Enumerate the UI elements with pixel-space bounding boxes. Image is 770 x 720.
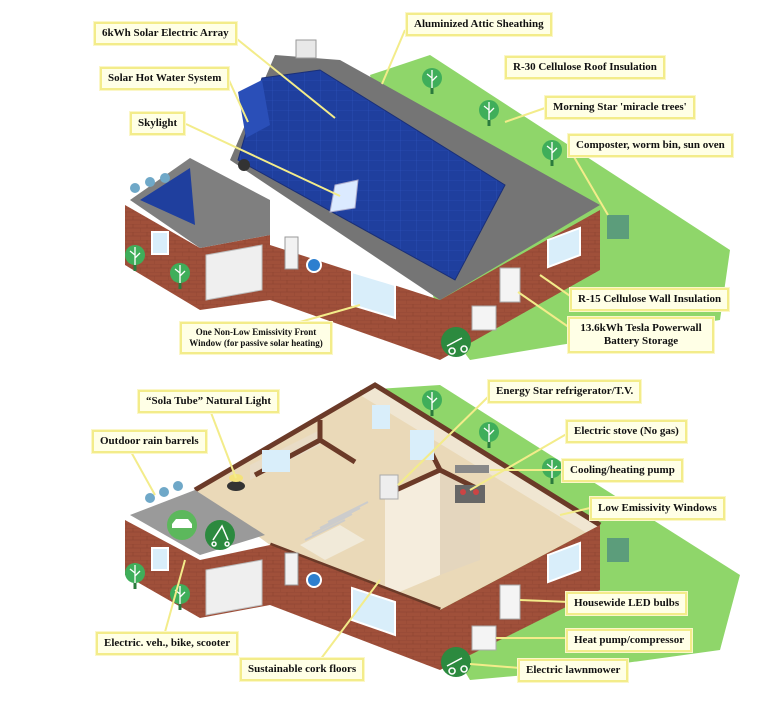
heat-pump bbox=[471, 305, 497, 331]
label-miracle-trees: Morning Star 'miracle trees' bbox=[545, 96, 695, 119]
label-electric-vehicles: Electric. veh., bike, scooter bbox=[96, 632, 239, 655]
heat-pump-bottom bbox=[471, 625, 497, 651]
skylight bbox=[329, 179, 359, 213]
label-cooling-pump: Cooling/heating pump bbox=[562, 459, 683, 482]
powerwall bbox=[499, 267, 521, 303]
label-front-window-line1: One Non-Low Emissivity Front bbox=[195, 327, 317, 337]
stairs bbox=[300, 501, 369, 560]
label-solar-hot-water: Solar Hot Water System bbox=[100, 67, 230, 90]
label-front-window: One Non-Low Emissivity Front Window (for… bbox=[180, 322, 332, 354]
solar-array bbox=[237, 69, 506, 281]
bottom-front-window bbox=[351, 586, 396, 637]
bottom-garage-door bbox=[205, 559, 263, 616]
electric-stove bbox=[455, 485, 485, 503]
top-front-window bbox=[351, 270, 396, 320]
label-lawnmower: Electric lawnmower bbox=[518, 659, 629, 682]
powerwall-bottom bbox=[499, 584, 521, 620]
chimney-icon bbox=[295, 39, 317, 59]
label-wall-insulation: R-15 Cellulose Wall Insulation bbox=[570, 288, 730, 311]
label-low-e-windows: Low Emissivity Windows bbox=[590, 497, 725, 520]
label-rain-barrels: Outdoor rain barrels bbox=[92, 430, 207, 453]
label-powerwall-line1: 13.6kWh Tesla Powerwall bbox=[580, 322, 702, 334]
composter bbox=[607, 215, 629, 239]
top-garage-door bbox=[205, 244, 263, 301]
bottom-inner-wall-b bbox=[385, 470, 440, 598]
top-clock bbox=[306, 257, 322, 273]
label-skylight: Skylight bbox=[130, 112, 186, 135]
top-window-side bbox=[151, 231, 169, 255]
label-solar-array: 6kWh Solar Electric Array bbox=[94, 22, 237, 45]
interior-window-a bbox=[372, 405, 390, 429]
refrigerator bbox=[379, 474, 399, 500]
cooling-pump bbox=[455, 465, 489, 473]
bottom-window-side bbox=[151, 547, 169, 571]
label-cork-floors: Sustainable cork floors bbox=[240, 658, 365, 681]
label-roof-insulation: R-30 Cellulose Roof Insulation bbox=[505, 56, 665, 79]
bottom-back-window bbox=[547, 541, 581, 584]
top-house bbox=[124, 39, 730, 360]
rain-barrel-icon bbox=[130, 173, 170, 193]
label-powerwall-line2: Battery Storage bbox=[603, 335, 679, 347]
top-back-window bbox=[547, 226, 581, 269]
label-heat-pump: Heat pump/compressor bbox=[566, 629, 693, 652]
label-energy-star: Energy Star refrigerator/T.V. bbox=[488, 380, 642, 403]
bottom-clock bbox=[306, 572, 322, 588]
sola-tube bbox=[227, 481, 245, 491]
label-led-bulbs: Housewide LED bulbs bbox=[566, 592, 688, 615]
leader-lines bbox=[129, 29, 609, 669]
label-front-window-line2: Window (for passive solar heating) bbox=[189, 338, 323, 348]
top-front-door bbox=[284, 236, 299, 270]
top-garage-roof-solar bbox=[140, 168, 195, 225]
scooter-icon bbox=[205, 520, 235, 550]
label-attic-sheathing: Aluminized Attic Sheathing bbox=[406, 13, 552, 36]
water-tank-top bbox=[238, 159, 250, 171]
tree-icon bbox=[124, 562, 146, 590]
interior-window-c bbox=[262, 450, 290, 472]
label-electric-stove: Electric stove (No gas) bbox=[566, 420, 687, 443]
bottom-wall-tops bbox=[193, 382, 602, 613]
label-composter: Composter, worm bin, sun oven bbox=[568, 134, 733, 157]
solar-hot-water-panel bbox=[238, 80, 270, 138]
composter-bottom bbox=[607, 538, 629, 562]
label-sola-tube: “Sola Tube” Natural Light bbox=[138, 390, 280, 413]
bottom-front-door bbox=[284, 552, 299, 586]
rain-barrel-icon bbox=[145, 481, 183, 503]
interior-window-b bbox=[410, 430, 434, 460]
label-powerwall: 13.6kWh Tesla Powerwall Battery Storage bbox=[568, 317, 714, 353]
bottom-inner-wall-back bbox=[360, 385, 600, 535]
